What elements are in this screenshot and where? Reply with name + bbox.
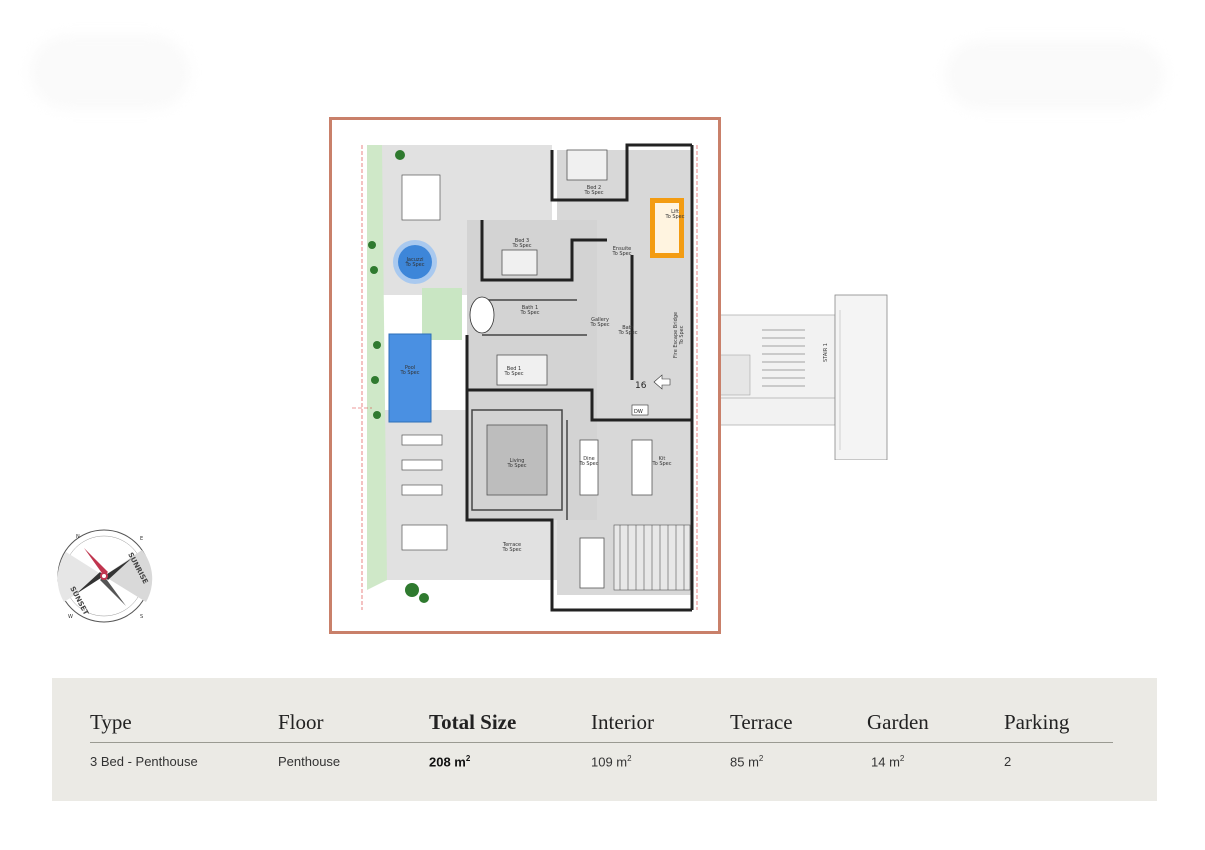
room-label-bed-2: Bed 2 [587, 185, 601, 191]
room-spec-bed-2: To Spec [583, 190, 603, 196]
room-spec-pool: To Spec [399, 370, 419, 376]
compass: N E S W SUNRISE SUNSET [57, 529, 153, 623]
room-spec-ensuite: To Spec [611, 251, 631, 257]
col-type: Type 3 Bed - Penthouse [90, 710, 198, 769]
room-spec-dine: To Spec [578, 461, 598, 467]
room-label-lift: Lift [671, 209, 679, 215]
room-label-jacuzzi: Jacuzzi [405, 257, 423, 263]
room-spec-bath-1: To Spec [519, 310, 539, 316]
value-total-size: 208 m2 [429, 754, 471, 770]
room-spec-bath: To Spec [617, 330, 637, 336]
room-spec-bed-3: To Spec [511, 243, 531, 249]
header-type: Type [90, 710, 132, 734]
fire-escape-label: Fire Escape Bridge [673, 312, 679, 358]
col-garden: Garden 14 m2 [867, 710, 929, 769]
compass-s: S [140, 614, 143, 620]
room-label-living: Living [510, 458, 525, 464]
dw-label: DW [634, 409, 643, 415]
room-spec-bed-1: To Spec [503, 371, 523, 377]
value-terrace: 85 m2 [730, 754, 764, 770]
header-interior: Interior [591, 710, 654, 734]
pool [388, 333, 432, 423]
specs-table: Type 3 Bed - Penthouse Floor Penthouse T… [52, 678, 1157, 801]
room-label-gallery: Gallery [591, 317, 609, 323]
col-total-size: Total Size 208 m2 [429, 710, 517, 769]
value-interior: 109 m2 [591, 754, 632, 770]
room-label-bed-3: Bed 3 [515, 238, 529, 244]
fire-escape-spec: To Spec [679, 325, 685, 345]
step-count: 16 [635, 381, 647, 391]
col-floor: Floor Penthouse [278, 710, 340, 769]
room-label-dine: Dine [583, 456, 594, 462]
compass-w: W [68, 614, 73, 620]
header-terrace: Terrace [730, 710, 793, 734]
header-parking: Parking [1004, 710, 1070, 734]
compass-n: N [76, 534, 80, 540]
faded-logo-right [945, 40, 1165, 110]
room-label-bath: Bath [622, 325, 634, 331]
room-spec-kit: To Spec [651, 461, 671, 467]
room-label-terrace: Terrace [502, 542, 521, 548]
header-divider [90, 742, 1113, 743]
room-label-pool: Pool [405, 365, 415, 371]
col-interior: Interior 109 m2 [591, 710, 654, 769]
room-spec-lift: To Spec [664, 214, 684, 220]
header-garden: Garden [867, 710, 929, 734]
room-label-bed-1: Bed 1 [507, 366, 521, 372]
value-parking: 2 [1004, 754, 1012, 769]
compass-needle [76, 548, 132, 606]
col-parking: Parking 2 [1004, 710, 1070, 769]
value-type: 3 Bed - Penthouse [90, 754, 198, 769]
faded-logo-left [30, 35, 190, 110]
header-floor: Floor [278, 710, 324, 734]
compass-e: E [140, 536, 143, 542]
room-label-ensuite: Ensuite [613, 246, 632, 252]
room-spec-terrace: To Spec [501, 547, 521, 553]
room-spec-living: To Spec [506, 463, 526, 469]
value-garden: 14 m2 [871, 754, 905, 770]
value-floor: Penthouse [278, 754, 341, 769]
header-total-size: Total Size [429, 710, 517, 734]
room-spec-jacuzzi: To Spec [404, 262, 424, 268]
room-label-kit: Kit [659, 456, 666, 462]
col-terrace: Terrace 85 m2 [730, 710, 793, 769]
stair-label: STAIR 1 [823, 343, 829, 362]
room-label-bath-1: Bath 1 [522, 305, 538, 311]
room-spec-gallery: To Spec [589, 322, 609, 328]
floor-plan: Bed 2 To Spec Lift To Spec Bed 3 To Spec… [329, 117, 721, 634]
